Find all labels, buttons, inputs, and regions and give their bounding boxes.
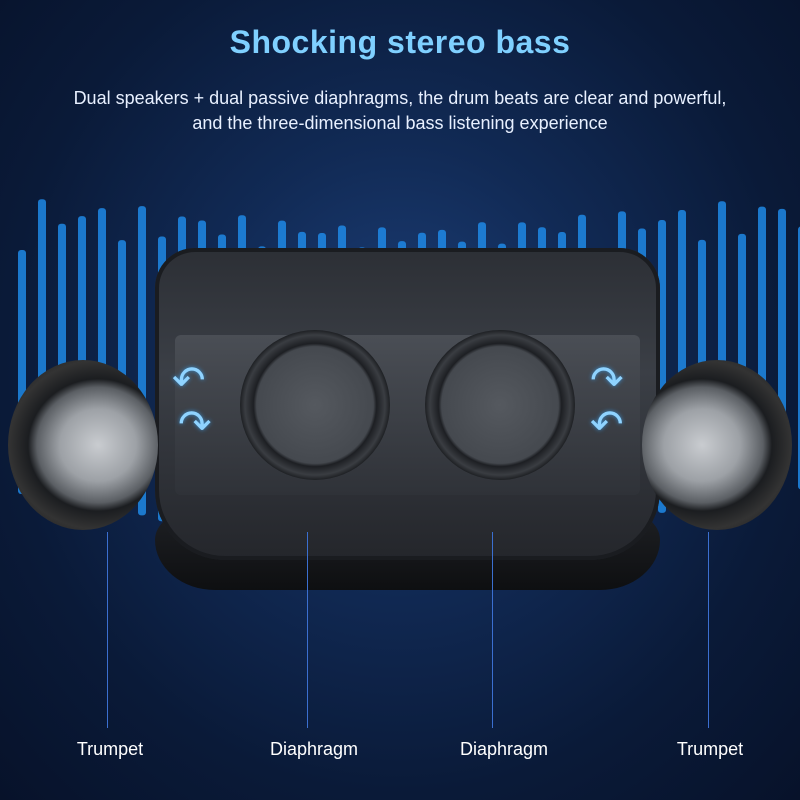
airflow-arrow-icon: ↷ (178, 403, 212, 447)
label-diaphragm-right: Diaphragm (459, 739, 549, 759)
trumpet-speaker-right (642, 360, 792, 530)
airflow-arrow-icon: ↷ (590, 359, 624, 403)
pointer-line (708, 532, 709, 728)
trumpet-speaker-left (8, 360, 158, 530)
airflow-arrow-icon: ↶ (172, 359, 206, 403)
pointer-line (492, 532, 493, 728)
page-title: Shocking stereo bass (229, 24, 571, 60)
label-trumpet-left: Trumpet (76, 739, 144, 759)
passive-diaphragm-right (425, 330, 575, 480)
label-trumpet-right: Trumpet (676, 739, 744, 759)
pointer-line (107, 532, 108, 728)
subtitle: Dual speakers + dual passive diaphragms,… (73, 88, 727, 133)
pointer-line (307, 532, 308, 728)
label-diaphragm-left: Diaphragm (269, 739, 359, 759)
passive-diaphragm-left (240, 330, 390, 480)
airflow-arrow-icon: ↶ (590, 403, 624, 447)
